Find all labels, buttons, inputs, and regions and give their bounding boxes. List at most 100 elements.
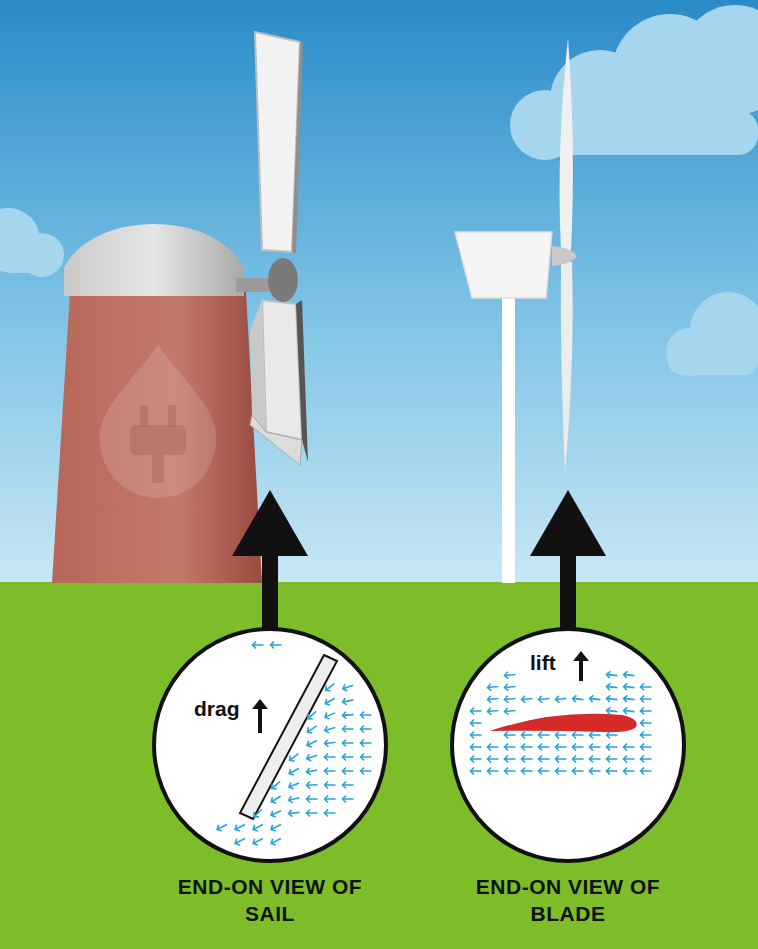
airflow-arrow (573, 744, 584, 751)
airflow-arrow (471, 708, 482, 715)
airflow-arrow (607, 732, 618, 739)
airflow-arrow (488, 696, 499, 703)
ground (0, 582, 758, 949)
airflow-arrow (308, 711, 316, 719)
airflow-arrow (307, 810, 318, 817)
airflow-arrow (505, 672, 516, 679)
airflow-arrow (307, 768, 318, 775)
airflow-arrow (325, 713, 335, 719)
blade-inset (454, 631, 682, 859)
airflow-arrow (641, 708, 652, 715)
airflow-arrow (556, 756, 567, 763)
windmill-sail-tip (250, 415, 302, 465)
airflow-arrow (556, 744, 567, 751)
airflow-arrow (539, 732, 550, 739)
airflow-arrow (343, 698, 354, 705)
airflow-arrow (505, 768, 516, 775)
airflow-arrow (607, 768, 618, 775)
sail-plate (240, 655, 337, 819)
airflow-arrow (253, 839, 263, 846)
view-circle: dragEND-ON VIEW OF SAIL (152, 627, 388, 863)
airflow-arrow (253, 825, 263, 832)
airflow-arrow (590, 744, 601, 751)
airflow-arrow (624, 768, 635, 775)
airflow-arrow (471, 768, 482, 775)
airflow-arrow (624, 756, 635, 763)
airflow-arrow (488, 756, 499, 763)
windmill-sail-edge (292, 42, 303, 254)
force-label: lift (530, 651, 556, 674)
airflow-arrow (607, 756, 618, 763)
airflow-arrow (488, 684, 499, 691)
airflow-arrow (325, 754, 336, 761)
airflow-arrow (343, 754, 354, 761)
pointer-arrow-head (530, 490, 606, 556)
airflow-arrow (505, 684, 516, 691)
airflow-arrow (590, 695, 601, 702)
airflow-arrow (361, 712, 372, 719)
airflow-arrow (505, 708, 516, 715)
airflow-arrow (641, 768, 652, 775)
airflow-arrow (361, 740, 372, 747)
airflow-arrow (289, 810, 300, 817)
windmill-sail (255, 32, 300, 252)
airflow-arrow (271, 796, 280, 803)
airflow-arrow (624, 744, 635, 751)
pointer-arrow-head (232, 490, 308, 556)
airflow-arrow (343, 684, 353, 691)
watermark-logo (100, 345, 217, 498)
airflow-arrow (326, 684, 335, 691)
airflow-arrow (488, 708, 499, 715)
airflow-arrow (289, 796, 300, 803)
cloud (510, 5, 758, 160)
airflow-arrow (641, 756, 652, 763)
airflow-arrow (343, 768, 354, 775)
airflow-arrow (325, 810, 336, 817)
watermark-plug (130, 405, 186, 483)
airflow-arrow (505, 756, 516, 763)
airflow-arrow (556, 732, 567, 739)
windmill-hub (268, 258, 298, 302)
airflow-arrow (289, 782, 299, 789)
airflow-arrow (488, 744, 499, 751)
airflow-arrow (573, 768, 584, 775)
airflow-arrow (573, 756, 584, 763)
turbine-nacelle (455, 232, 552, 298)
airflow-arrow (607, 683, 618, 690)
airflow-arrow (343, 782, 354, 789)
turbine-blade (560, 38, 573, 250)
turbine-blade (561, 262, 573, 472)
airflow-arrow (505, 732, 516, 739)
airflow-arrows (471, 671, 652, 774)
airflow-arrow (325, 726, 336, 733)
airflow-arrow (325, 740, 336, 747)
force-arrow-head (573, 651, 589, 661)
airflow-arrow (539, 756, 550, 763)
view-caption: END-ON VIEW OF SAIL (170, 873, 370, 928)
windmill-sail (262, 300, 302, 440)
airflow-arrow (254, 809, 262, 817)
airflow-arrow (641, 696, 652, 703)
airflow-arrow (271, 642, 282, 649)
airflow-arrow (471, 732, 482, 739)
airflow-arrow (343, 726, 354, 733)
airflow-arrow (307, 754, 317, 761)
airflow-arrow (641, 732, 652, 739)
airflow-arrow (590, 732, 601, 739)
airflow-arrow (253, 642, 264, 649)
airflow-arrow (271, 825, 281, 832)
windmill-sail-edge (296, 300, 308, 462)
airflow-arrow (272, 781, 280, 789)
airflow-arrow (488, 768, 499, 775)
windmill-tower (52, 292, 262, 583)
windmill-sail-side (250, 300, 266, 432)
airflow-arrow (235, 825, 245, 832)
airflow-arrow (505, 744, 516, 751)
airflow-arrow (607, 671, 618, 678)
airflow-arrow (235, 839, 245, 846)
airflow-arrow (307, 796, 318, 803)
airflow-arrow (307, 726, 316, 733)
airflow-arrow (505, 696, 516, 703)
airflow-arrow (590, 768, 601, 775)
